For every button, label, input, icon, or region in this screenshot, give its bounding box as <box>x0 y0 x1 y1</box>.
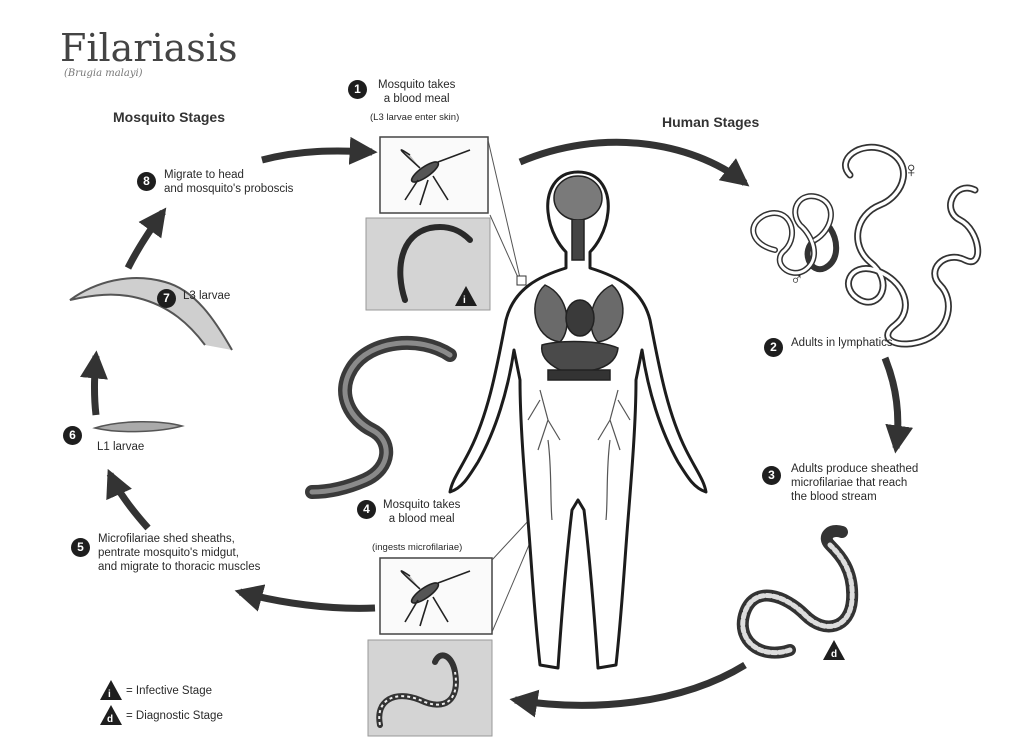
step-2-label: Adults in lymphatics <box>791 336 893 350</box>
arrow-8-to-1 <box>262 151 372 160</box>
step-4-note: (ingests microfilariae) <box>372 541 462 555</box>
diagnostic-mark: d <box>831 648 837 662</box>
step-7-label: L3 larvae <box>183 289 230 303</box>
arrow-7-to-8 <box>128 212 163 268</box>
skin-marker-top <box>517 276 526 285</box>
step-5-number: 5 <box>71 538 90 557</box>
diagram-subtitle: (Brugia malayi) <box>64 68 143 79</box>
male-symbol: ♂ <box>790 272 804 286</box>
step-1-label: Mosquito takes a blood meal <box>378 78 455 106</box>
human-stages-heading: Human Stages <box>662 114 759 130</box>
step-6-label: L1 larvae <box>97 440 144 454</box>
arrow-5-to-6 <box>110 474 148 528</box>
mosquito-panel-top <box>380 137 488 213</box>
diagram-title: Filariasis <box>60 26 237 70</box>
legend-infective-mark: i <box>108 688 111 702</box>
arrow-2-to-3 <box>885 358 898 448</box>
arrow-3-to-4 <box>515 665 745 705</box>
mosquito-stages-heading: Mosquito Stages <box>113 109 225 125</box>
step-7-number: 7 <box>157 289 176 308</box>
step-5-label: Microfilariae shed sheaths, pentrate mos… <box>98 532 260 574</box>
l1-larva <box>95 422 182 432</box>
infective-mark: i <box>463 294 466 308</box>
legend-diagnostic-label: = Diagnostic Stage <box>126 709 223 723</box>
mosquito-panel-bottom <box>380 558 492 634</box>
step-3-number: 3 <box>762 466 781 485</box>
step-2-number: 2 <box>764 338 783 357</box>
legend-diagnostic-mark: d <box>107 713 113 727</box>
step-1-note: (L3 larvae enter skin) <box>370 111 459 125</box>
step-4-label: Mosquito takes a blood meal <box>383 498 460 526</box>
step-6-number: 6 <box>63 426 82 445</box>
legend-infective-triangle <box>100 680 122 700</box>
connector-top <box>488 140 520 282</box>
legend-infective-label: = Infective Stage <box>126 684 212 698</box>
step-3-label: Adults produce sheathed microfilariae th… <box>791 462 918 504</box>
step-8-label: Migrate to head and mosquito's proboscis <box>164 168 293 196</box>
arrow-1-to-2 <box>520 142 745 183</box>
step-4-number: 4 <box>357 500 376 519</box>
microfilaria-panel-bottom <box>368 640 492 736</box>
step-8-number: 8 <box>137 172 156 191</box>
arrow-6-to-7 <box>95 356 97 415</box>
step-1-number: 1 <box>348 80 367 99</box>
arrow-4-to-5 <box>240 592 375 608</box>
female-symbol: ♀ <box>903 163 920 177</box>
